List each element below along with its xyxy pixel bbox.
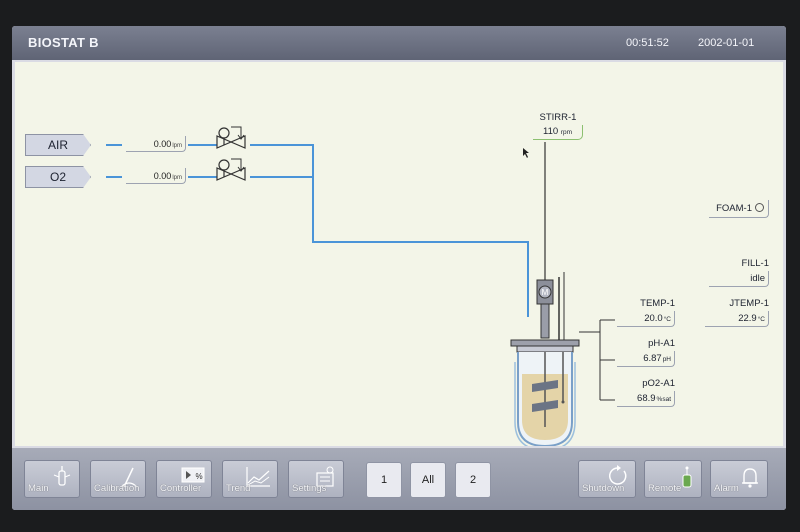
calibration-button[interactable]: Calibration xyxy=(90,460,146,498)
po2-unit: %sat xyxy=(656,396,671,403)
piping-diagram: M xyxy=(106,126,615,446)
foam-indicator-icon xyxy=(755,203,764,212)
title-bar: BIOSTAT B 00:51:52 2002-01-01 xyxy=(12,26,786,60)
vessel-icon xyxy=(53,466,71,486)
ph-value: 6.87 xyxy=(643,353,662,364)
trend-button-label: Trend xyxy=(226,483,251,494)
hmi-screen: BIOSTAT B 00:51:52 2002-01-01 xyxy=(12,26,786,510)
trend-button[interactable]: Trend xyxy=(222,460,278,498)
shutdown-button-label: Shutdown xyxy=(582,483,625,494)
settings-button[interactable]: Settings xyxy=(288,460,344,498)
jtemp-value-box: 22.9°C xyxy=(705,311,769,327)
stirrer-unit: rpm xyxy=(560,129,572,136)
stirrer-value-box: 110 rpm xyxy=(533,125,583,140)
bioreactor-vessel-icon: M xyxy=(510,272,580,446)
jtemp-label: JTEMP-1 xyxy=(729,298,769,309)
motor-symbol: M xyxy=(542,288,549,297)
settings-button-label: Settings xyxy=(292,483,327,494)
page-2-button[interactable]: 2 xyxy=(455,462,491,498)
gas-tag-o2[interactable]: O2 xyxy=(25,166,91,188)
main-button[interactable]: Main xyxy=(24,460,80,498)
flow-o2-unit: lpm xyxy=(172,175,182,181)
jtemp-display[interactable]: JTEMP-1 22.9°C xyxy=(705,298,769,327)
controller-button[interactable]: % Controller xyxy=(156,460,212,498)
ph-display[interactable]: pH-A1 6.87pH xyxy=(617,338,675,367)
main-button-label: Main xyxy=(28,483,49,494)
app-title: BIOSTAT B xyxy=(28,35,99,50)
po2-value-box: 68.9%sat xyxy=(617,391,675,407)
ph-label: pH-A1 xyxy=(648,338,675,349)
alarm-button[interactable]: Alarm xyxy=(710,460,768,498)
flow-air-value[interactable]: 0.00lpm xyxy=(126,136,186,152)
stirrer-label: STIRR-1 xyxy=(539,112,577,123)
temp-unit: °C xyxy=(663,316,671,323)
jtemp-unit: °C xyxy=(757,316,765,323)
controller-icon-percent: % xyxy=(195,472,202,481)
temp-value: 20.0 xyxy=(644,313,663,324)
process-diagram: M AIR 0 xyxy=(15,62,783,446)
po2-label: pO2-A1 xyxy=(642,378,675,389)
temp-display[interactable]: TEMP-1 20.0°C xyxy=(617,298,675,327)
page-all-button[interactable]: All xyxy=(410,462,446,498)
flow-air-unit: lpm xyxy=(172,143,182,149)
refresh-icon xyxy=(608,465,627,485)
po2-display[interactable]: pO2-A1 68.9%sat xyxy=(617,378,675,407)
bottom-toolbar: Main Calibration % Controller Trend xyxy=(12,448,786,510)
flow-o2-value[interactable]: 0.00lpm xyxy=(126,168,186,184)
flow-o2-number: 0.00 xyxy=(153,171,172,181)
controller-icon: % xyxy=(181,467,205,483)
date: 2002-01-01 xyxy=(698,37,755,49)
gas-tag-air[interactable]: AIR xyxy=(25,134,91,156)
remote-button[interactable]: Remote xyxy=(644,460,702,498)
page-1-button[interactable]: 1 xyxy=(366,462,402,498)
mouse-cursor-icon xyxy=(523,148,529,158)
fill-display[interactable]: FILL-1 idle xyxy=(709,258,769,287)
foam-sensor[interactable]: FOAM-1 xyxy=(709,200,769,218)
settings-icon xyxy=(316,466,334,487)
temp-value-box: 20.0°C xyxy=(617,311,675,327)
valve-o2-icon[interactable] xyxy=(216,158,246,181)
trend-chart-icon xyxy=(246,467,270,487)
stirrer-value: 110 xyxy=(543,126,559,137)
jtemp-value: 22.9 xyxy=(738,313,757,324)
controller-button-label: Controller xyxy=(160,483,202,494)
ph-unit: pH xyxy=(662,356,671,363)
flow-air-number: 0.00 xyxy=(153,139,172,149)
fill-value: idle xyxy=(709,271,769,287)
bell-icon xyxy=(742,468,758,488)
valve-air-icon[interactable] xyxy=(216,126,246,149)
calibration-button-label: Calibration xyxy=(94,483,140,494)
stirrer-display[interactable]: STIRR-1 110 rpm xyxy=(533,112,583,140)
temp-label: TEMP-1 xyxy=(640,298,675,309)
po2-value: 68.9 xyxy=(637,393,656,404)
calibration-icon xyxy=(120,467,138,488)
clock: 00:51:52 xyxy=(626,37,669,49)
foam-label: FOAM-1 xyxy=(716,203,752,214)
remote-icon xyxy=(682,466,692,488)
remote-button-label: Remote xyxy=(648,483,682,494)
shutdown-button[interactable]: Shutdown xyxy=(578,460,636,498)
alarm-button-label: Alarm xyxy=(714,483,739,494)
fill-label: FILL-1 xyxy=(741,258,769,269)
ph-value-box: 6.87pH xyxy=(617,351,675,367)
